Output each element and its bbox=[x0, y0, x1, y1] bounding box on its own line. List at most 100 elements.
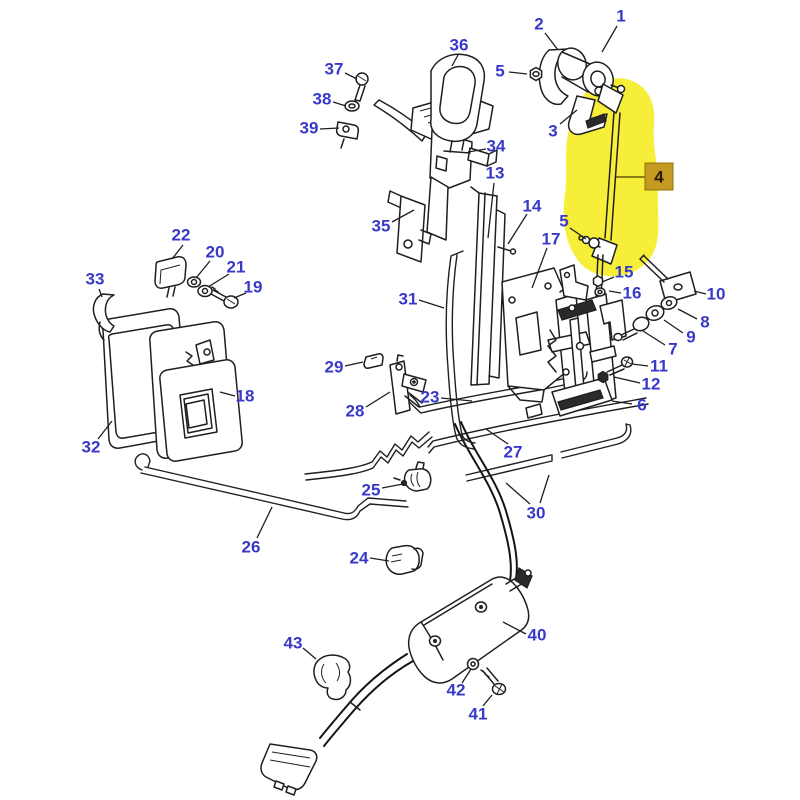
callout-37: 37 bbox=[325, 60, 344, 79]
leader-line-33 bbox=[98, 288, 103, 298]
leader-line-3 bbox=[559, 109, 578, 125]
leader-line-10 bbox=[693, 290, 707, 295]
leader-line-41 bbox=[482, 694, 493, 707]
part-37-screw bbox=[354, 72, 369, 102]
callout-36: 36 bbox=[450, 36, 469, 55]
part-31-control-rod bbox=[445, 250, 476, 450]
part-24-clip bbox=[385, 544, 424, 575]
leader-line-24 bbox=[369, 557, 390, 562]
part-43-clip bbox=[313, 654, 352, 701]
leader-line-34 bbox=[467, 148, 487, 153]
callout-14: 14 bbox=[523, 197, 542, 216]
leader-line-12 bbox=[613, 376, 641, 384]
leader-line-14 bbox=[507, 213, 528, 245]
callout-33: 33 bbox=[86, 270, 105, 289]
callout-13: 13 bbox=[486, 164, 505, 183]
leader-line-30 bbox=[505, 482, 531, 505]
leader-line-32 bbox=[97, 420, 113, 440]
part-21-washer bbox=[197, 284, 213, 298]
leader-line-38 bbox=[332, 101, 347, 107]
leader-line-22 bbox=[171, 244, 184, 260]
part-40-actuator bbox=[407, 567, 533, 684]
leader-line-42 bbox=[461, 668, 472, 684]
callout-35: 35 bbox=[372, 217, 391, 236]
callout-8: 8 bbox=[700, 313, 709, 332]
part-35-bracket bbox=[387, 190, 432, 263]
highlight-callout-box bbox=[644, 162, 674, 191]
callout-17: 17 bbox=[542, 230, 561, 249]
leader-line-5 bbox=[569, 227, 587, 240]
leader-line-5 bbox=[508, 71, 528, 75]
part-42-washer bbox=[466, 657, 480, 671]
leader-line-40 bbox=[502, 621, 527, 635]
leader-line-20 bbox=[195, 260, 211, 279]
callout-6: 6 bbox=[637, 396, 646, 415]
callout-42: 42 bbox=[447, 681, 466, 700]
link-rod-zigzag bbox=[304, 431, 433, 481]
cable-curve bbox=[454, 421, 518, 582]
leader-line-19 bbox=[233, 292, 247, 299]
part-38-washer bbox=[344, 100, 360, 112]
leader-line-8 bbox=[677, 308, 698, 320]
callout-21: 21 bbox=[227, 258, 246, 277]
part-9-washer bbox=[645, 304, 665, 322]
leader-line-28 bbox=[365, 391, 391, 408]
leader-line-23 bbox=[440, 397, 473, 402]
wiring-harness bbox=[260, 653, 414, 796]
callout-29: 29 bbox=[325, 358, 344, 377]
callout-10: 10 bbox=[707, 285, 726, 304]
leader-line-17 bbox=[531, 247, 548, 289]
part-17-mounting-plate bbox=[501, 267, 569, 403]
leader-line-29 bbox=[344, 361, 364, 367]
part-10-striker bbox=[639, 254, 697, 304]
callout-5: 5 bbox=[559, 212, 568, 231]
callout-18: 18 bbox=[236, 387, 255, 406]
callout-23: 23 bbox=[421, 388, 440, 407]
leader-line-27 bbox=[485, 428, 509, 445]
part-28-bellcrank bbox=[389, 354, 427, 415]
callout-40: 40 bbox=[528, 626, 547, 645]
leader-line-31 bbox=[418, 299, 445, 309]
part-20-washer bbox=[186, 276, 202, 288]
callout-7: 7 bbox=[668, 340, 677, 359]
part-11-screw bbox=[606, 356, 634, 376]
leader-line-37 bbox=[344, 72, 358, 80]
callout-9: 9 bbox=[686, 328, 695, 347]
part-29-clip bbox=[363, 353, 384, 369]
part-7-bush bbox=[613, 316, 650, 342]
callout-16: 16 bbox=[623, 284, 642, 303]
part-14-pin bbox=[497, 246, 517, 255]
callout-15: 15 bbox=[615, 263, 634, 282]
callout-30: 30 bbox=[527, 504, 546, 523]
part-19-screw bbox=[210, 286, 239, 309]
leader-line-6 bbox=[611, 400, 633, 405]
part-33-clip bbox=[92, 293, 115, 341]
callout-26: 26 bbox=[242, 538, 261, 557]
leader-line-16 bbox=[608, 290, 622, 294]
callout-43: 43 bbox=[284, 634, 303, 653]
callout-12: 12 bbox=[642, 375, 661, 394]
part-25-clip bbox=[393, 461, 432, 492]
part-15-washer bbox=[592, 275, 604, 288]
leader-line-1 bbox=[601, 25, 618, 53]
callout-34: 34 bbox=[487, 137, 506, 156]
callout-19: 19 bbox=[244, 278, 263, 297]
callout-2: 2 bbox=[534, 15, 543, 34]
leader-line-13 bbox=[487, 182, 495, 239]
part-18-interior-handle bbox=[149, 321, 243, 462]
callout-4-highlighted: 4 bbox=[654, 168, 664, 187]
callout-20: 20 bbox=[206, 243, 225, 262]
leader-line-25 bbox=[381, 483, 404, 489]
leader-line-11 bbox=[631, 363, 649, 367]
part-5-nut-upper bbox=[529, 66, 543, 82]
part-27-rod bbox=[427, 397, 649, 454]
callout-11: 11 bbox=[650, 357, 668, 376]
leader-line-18 bbox=[219, 391, 236, 397]
part-3-lock-lever bbox=[567, 95, 608, 136]
bracket-small bbox=[559, 264, 589, 301]
leader-line-2 bbox=[544, 32, 559, 51]
leader-line-21 bbox=[207, 273, 230, 288]
part-16-nut bbox=[594, 287, 606, 297]
